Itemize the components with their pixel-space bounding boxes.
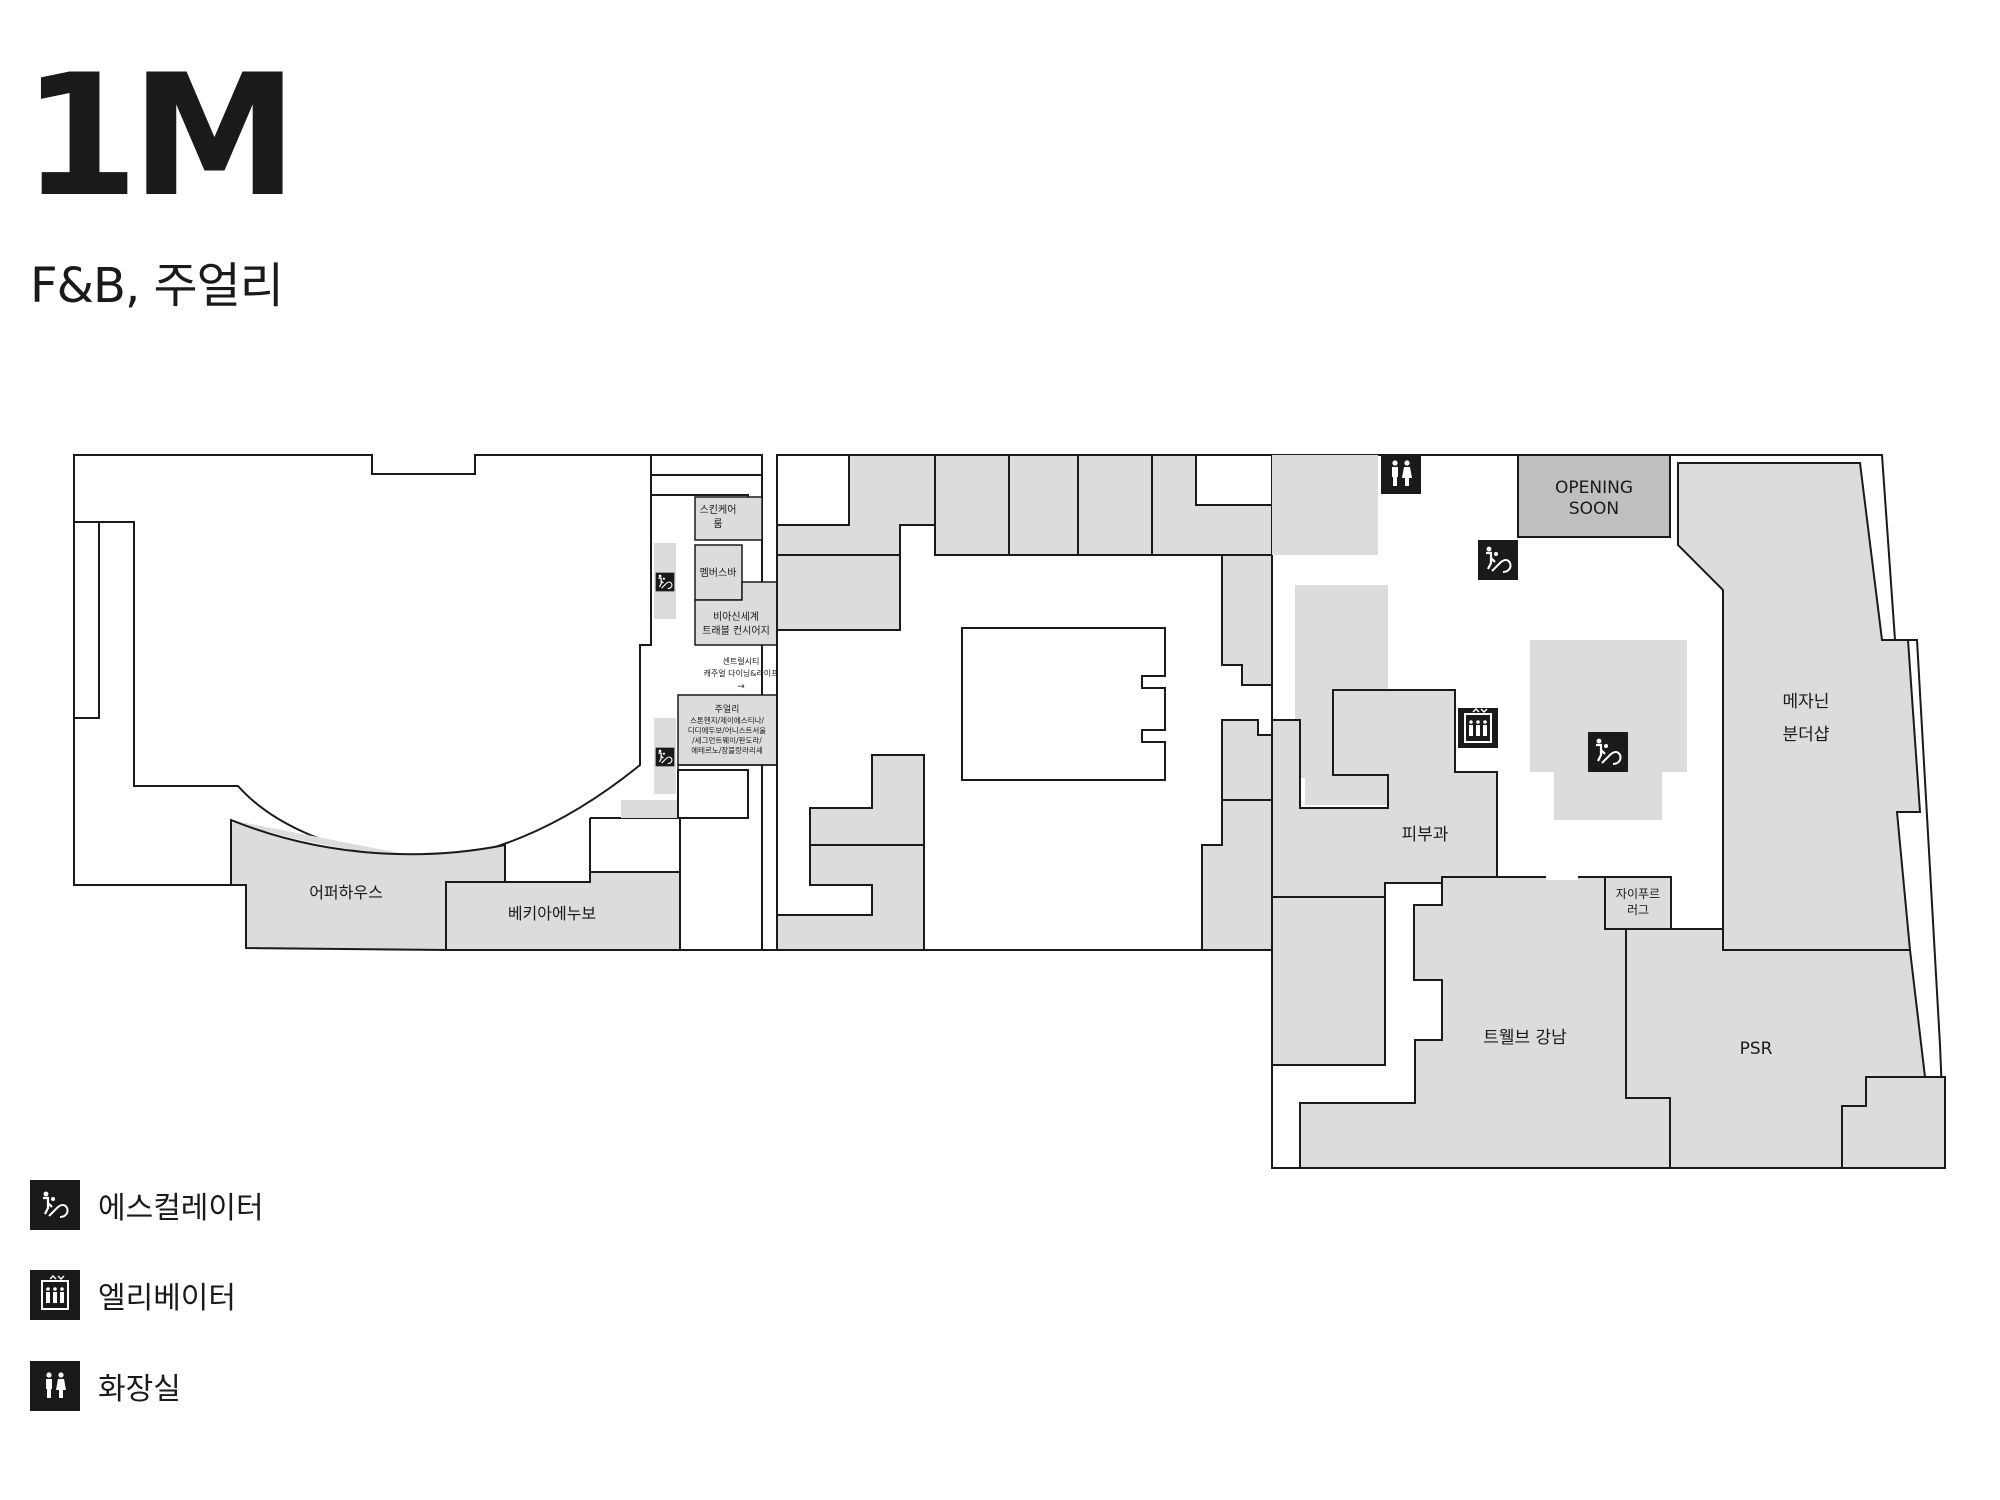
escalator-icon[interactable]	[1588, 732, 1628, 772]
store-mezanine-boontheshop[interactable]	[1677, 462, 1922, 951]
jewelry-label-5: 에테르노/장블랑라리셰	[691, 745, 763, 755]
escalator-icon[interactable]	[1478, 540, 1518, 580]
floor-subtitle: F&B, 주얼리	[30, 258, 284, 314]
unit-top-4	[1077, 454, 1153, 556]
store-apahouse-label: 어퍼하우스	[309, 883, 383, 902]
central-label-1: 센트럴시티	[723, 656, 760, 666]
rw-central-escalator-area	[1530, 640, 1687, 820]
legend-restroom-label: 화장실	[98, 1372, 181, 1407]
atrium	[961, 627, 1166, 781]
store-psr-label: PSR	[1740, 1039, 1773, 1059]
floor-title: 1M	[22, 38, 298, 234]
unit-bottom-center	[776, 754, 925, 951]
legend-escalator: 에스컬레이터	[30, 1180, 264, 1230]
opening-label-2: SOON	[1569, 499, 1619, 519]
store-mezanine-label-2: 분더샵	[1783, 725, 1830, 745]
unit-rw-void	[1295, 585, 1388, 805]
jewelry-label-4: /세그먼트웨이/판도라/	[692, 735, 762, 745]
jewelry-label-1: 주얼리	[715, 704, 740, 715]
store-dermatology-label: 피부과	[1402, 825, 1449, 845]
unit-rw-topleft	[1272, 455, 1378, 555]
unit-top-6	[1195, 454, 1273, 506]
store-twelve-label: 트웰브 강남	[1483, 1028, 1567, 1048]
legend-elevator: 엘리베이터	[30, 1270, 236, 1320]
unit-rw-lower-left	[1271, 896, 1386, 1066]
legend-escalator-label: 에스컬레이터	[98, 1191, 264, 1226]
store-bia-label-2: 트래블 컨시어지	[702, 625, 770, 637]
wall-segment	[651, 454, 763, 950]
store-xypurrug[interactable]	[1604, 876, 1672, 930]
store-xypurrug-label-1: 자이푸르	[1616, 887, 1660, 901]
unit-top-3	[1008, 454, 1079, 556]
escalator-icon	[30, 1180, 80, 1230]
escalator-icon[interactable]	[655, 747, 675, 767]
unit-top-2	[934, 454, 1010, 556]
opening-label-1: OPENING	[1555, 478, 1633, 498]
store-skincare-label-1: 스킨케어	[700, 504, 737, 516]
store-mezanine-label-1: 메자닌	[1783, 692, 1830, 712]
legend-restroom: 화장실	[30, 1361, 181, 1411]
store-skincare-label-2: 룸	[713, 518, 722, 530]
store-xypurrug-label-2: 러그	[1627, 903, 1649, 917]
store-skincare[interactable]	[694, 496, 763, 541]
central-label-2: 캐주얼 다이닝&라이프	[703, 668, 778, 678]
elevator-icon	[30, 1270, 80, 1320]
opening-soon-store[interactable]	[1517, 454, 1671, 538]
store-membersbar-label: 멤버스바	[700, 567, 737, 579]
small-unit	[621, 800, 678, 818]
restroom-icon[interactable]	[1381, 454, 1421, 494]
restroom-icon	[30, 1361, 80, 1411]
jewelry-label-3: 디디에두보/어니스트서울	[688, 725, 767, 735]
escalator-icon[interactable]	[655, 572, 675, 592]
central-arrow: →	[737, 682, 745, 692]
store-bekia-label: 베키아에누보	[508, 904, 596, 923]
unit-rw-corner	[1841, 1076, 1946, 1169]
store-bia-label-1: 비아신세계	[713, 611, 759, 623]
wall-notch	[73, 455, 100, 719]
wall-jewelry-bottom	[677, 764, 777, 818]
outer-wall-left	[73, 522, 246, 886]
jewelry-label-2: 스톤헨지/제이에스티나/	[690, 715, 765, 725]
upper-house-hall	[73, 454, 652, 860]
legend-elevator-label: 엘리베이터	[98, 1281, 236, 1316]
small-room	[677, 769, 749, 819]
elevator-icon[interactable]	[1458, 708, 1498, 748]
unit-right-1	[1221, 554, 1273, 686]
